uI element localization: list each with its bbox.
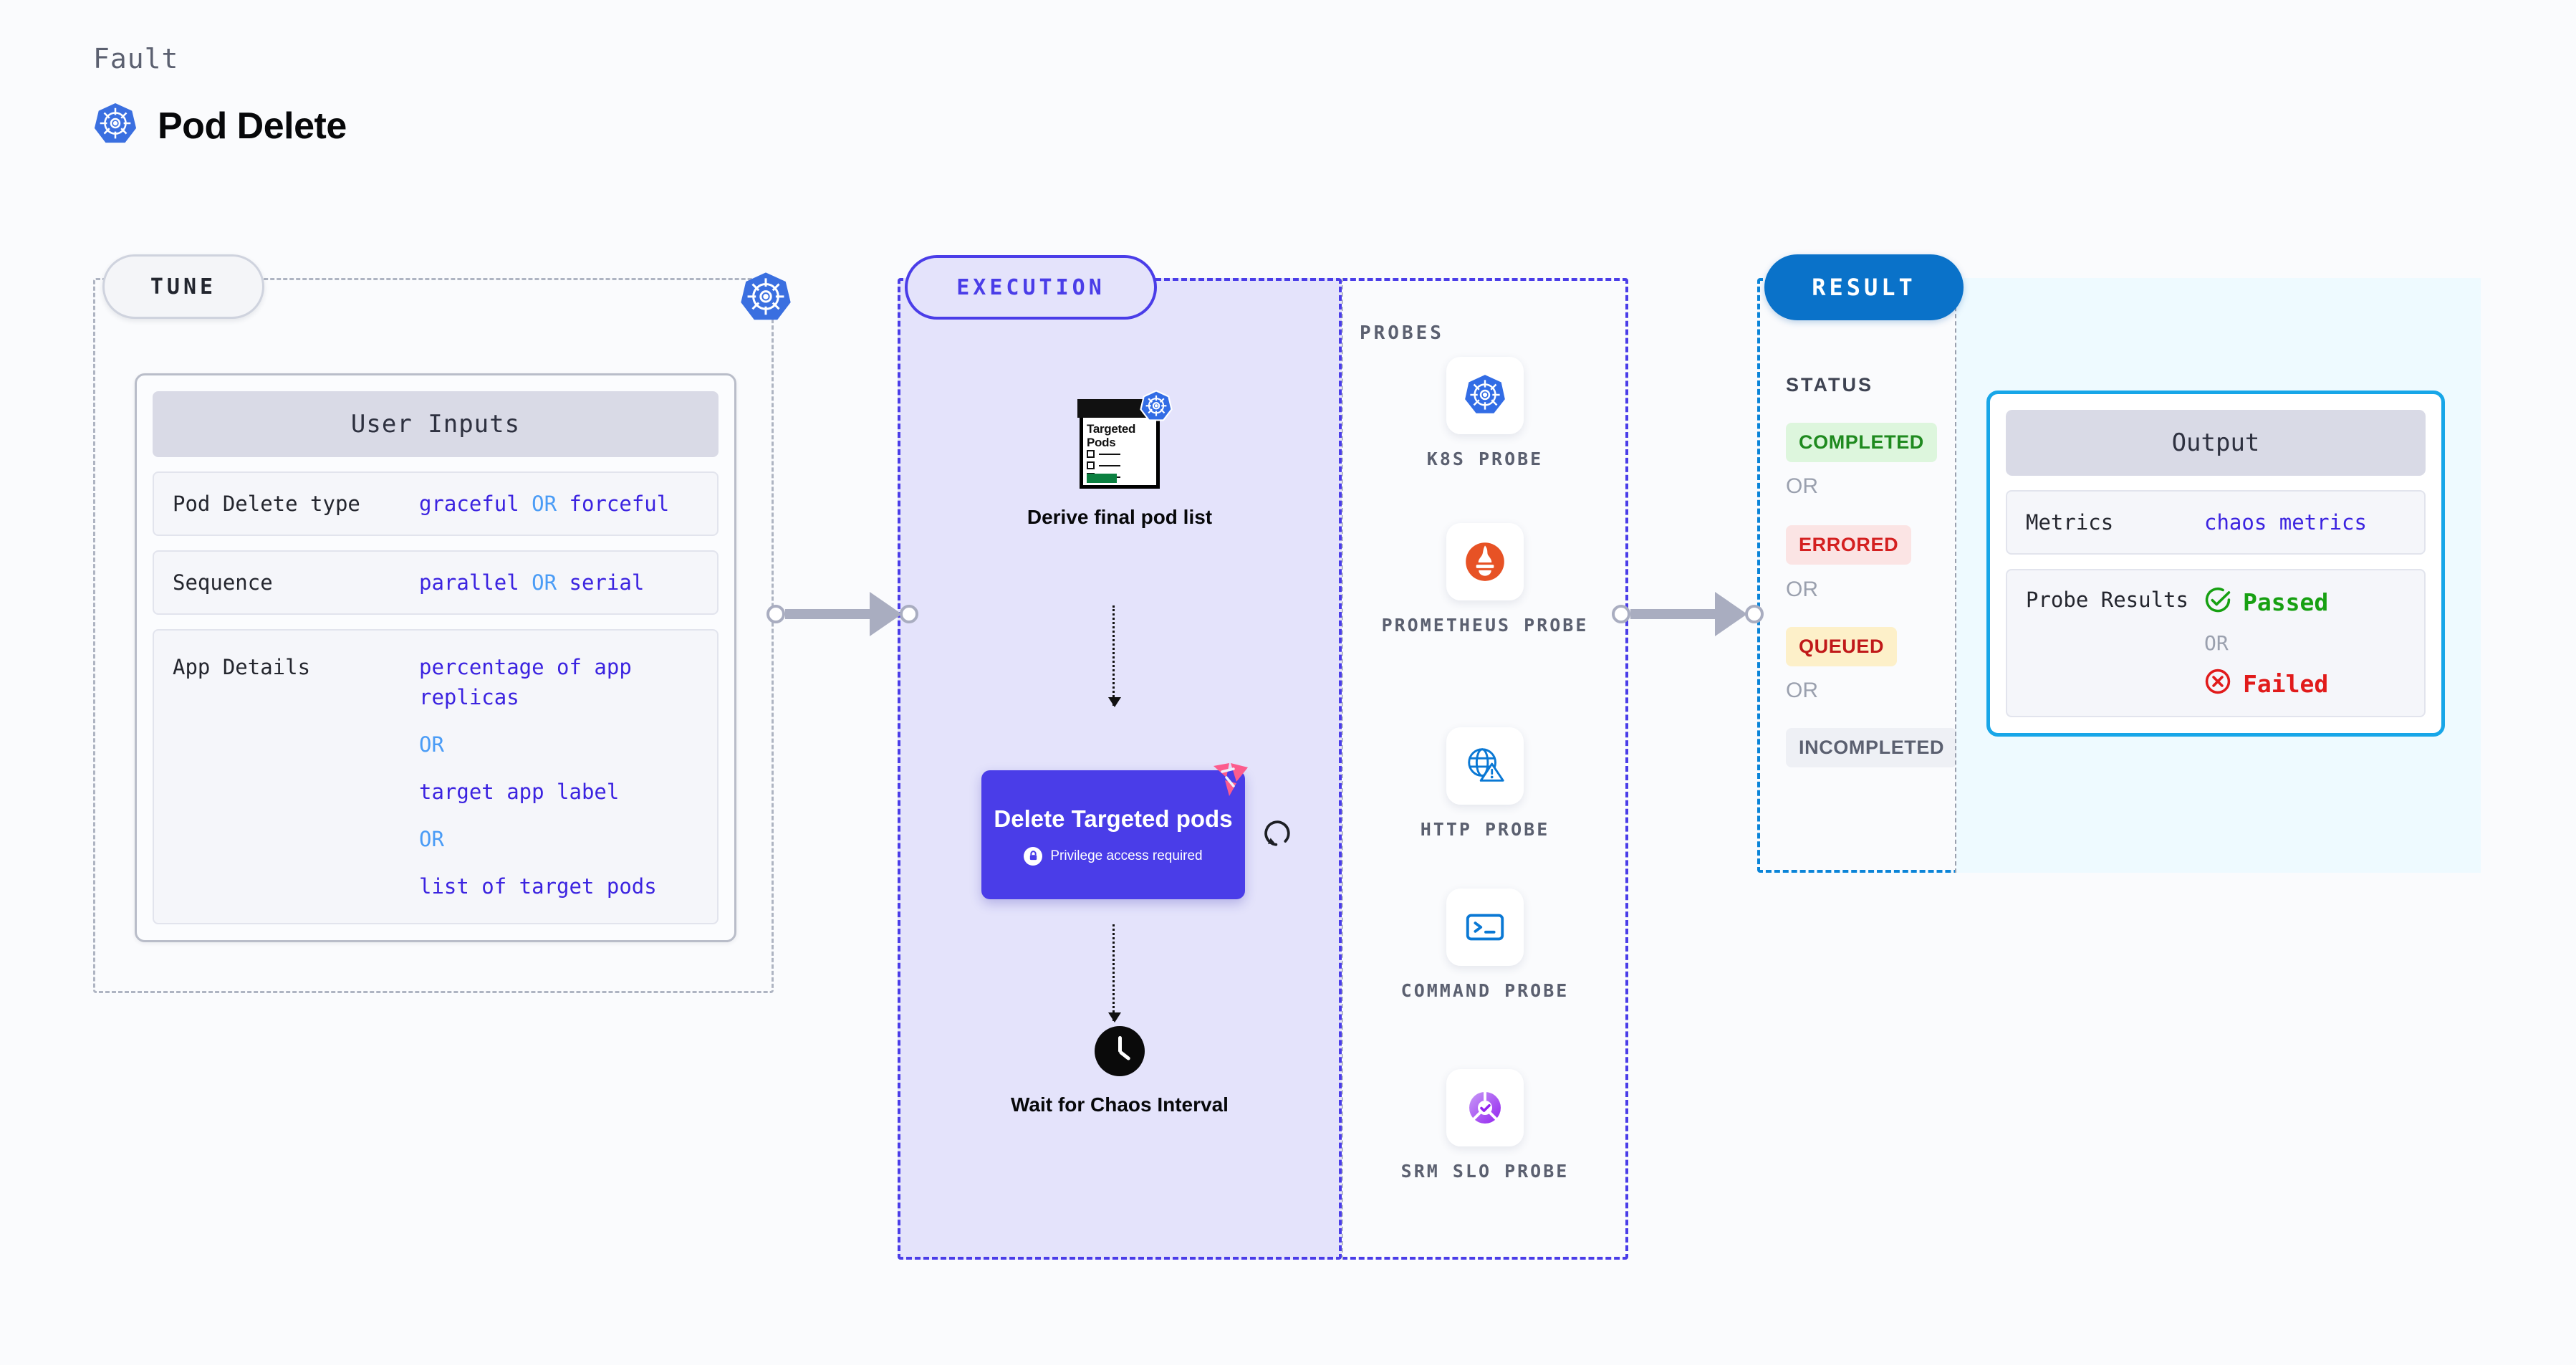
user-inputs-card: User Inputs Pod Delete type graceful OR … (135, 373, 736, 943)
refresh-icon[interactable] (1261, 817, 1294, 853)
connector-arrowhead (1715, 592, 1747, 636)
prometheus-logo-icon (1446, 523, 1524, 600)
terminal-icon (1446, 889, 1524, 966)
page-header: Fault Pod Delete (93, 43, 347, 150)
row-key: Sequence (173, 570, 273, 595)
status-separator: OR (1786, 578, 1818, 601)
probe-result-separator: OR (2204, 631, 2229, 656)
page-title: Pod Delete (158, 105, 347, 147)
status-badge-completed: COMPLETED (1786, 423, 1937, 462)
output-title: Output (2006, 410, 2426, 476)
kubernetes-logo-icon (1446, 357, 1524, 434)
node-caption: Derive final pod list (1027, 506, 1213, 528)
probe-results-values: Passed OR Failed (2204, 586, 2328, 700)
connector-execution-to-result (1612, 592, 1764, 636)
result-badge: RESULT (1764, 254, 1964, 320)
connector-dot (900, 605, 918, 623)
table-row: Probe Results Passed OR (2006, 569, 2426, 718)
node-caption: Wait for Chaos Interval (1011, 1093, 1229, 1116)
lock-icon (1024, 846, 1043, 866)
probes-divider (1342, 278, 1343, 1260)
probe-item-k8s[interactable]: K8S PROBE (1342, 357, 1628, 471)
probe-label: K8S PROBE (1426, 449, 1544, 469)
privilege-note: Privilege access required (1024, 846, 1203, 866)
row-key: Metrics (2026, 510, 2114, 535)
row-value: chaos metrics (2204, 510, 2367, 535)
probe-result-failed: Failed (2204, 668, 2328, 700)
status-badge-queued: QUEUED (1786, 627, 1898, 666)
probe-item-http[interactable]: HTTP PROBE (1342, 727, 1628, 842)
status-title: STATUS (1786, 374, 1873, 396)
passed-label: Passed (2243, 588, 2329, 617)
probe-item-prometheus[interactable]: PROMETHEUS PROBE (1342, 523, 1628, 638)
row-value: percentage of app replicas OR target app… (419, 655, 657, 899)
kubernetes-logo-icon (93, 102, 138, 150)
probe-result-passed: Passed (2204, 586, 2328, 618)
tune-badge: TUNE (102, 254, 264, 319)
globe-warning-icon (1446, 727, 1524, 805)
status-badge-incompleted: INCOMPLETED (1786, 728, 1958, 767)
row-key: Probe Results (2026, 588, 2188, 613)
connector-tune-to-execution (766, 592, 918, 636)
tune-panel: TUNE User Inputs Pod Delete type gracefu… (93, 254, 774, 993)
table-row: Sequence parallel OR serial (153, 550, 719, 616)
kubernetes-logo-icon (739, 271, 792, 327)
check-circle-icon (2204, 586, 2231, 618)
probe-label: HTTP PROBE (1420, 819, 1550, 840)
connector-dot (1745, 605, 1764, 623)
row-value: graceful OR forceful (419, 492, 670, 516)
flow-arrow (1108, 605, 1121, 707)
probe-label: SRM SLO PROBE (1400, 1161, 1570, 1182)
output-card: Output Metrics chaos metrics Probe Resul… (1986, 391, 2445, 737)
probe-item-command[interactable]: COMMAND PROBE (1342, 889, 1628, 1003)
status-subpanel (1757, 278, 1956, 873)
row-key: Pod Delete type (173, 492, 360, 516)
execution-badge: EXECUTION (905, 255, 1157, 320)
connector-bar (1630, 609, 1716, 619)
row-value: parallel OR serial (419, 570, 645, 595)
litmus-chaos-logo-icon (1212, 762, 1252, 803)
connector-dot (1612, 605, 1630, 623)
probes-title: PROBES (1360, 322, 1444, 344)
probe-item-srm-slo[interactable]: SRM SLO PROBE (1342, 1069, 1628, 1184)
probe-label: PROMETHEUS PROBE (1381, 615, 1589, 636)
probe-label: COMMAND PROBE (1400, 980, 1570, 1001)
flow-node-derive-pod-list: Targeted Pods Derive final pod list (898, 390, 1342, 530)
row-key: App Details (173, 655, 311, 680)
table-row: Pod Delete type graceful OR forceful (153, 471, 719, 537)
fault-title-row: Pod Delete (93, 102, 347, 150)
node-title: Delete Targeted pods (994, 805, 1233, 833)
document-title: Targeted Pods (1087, 422, 1136, 449)
fault-label: Fault (93, 43, 179, 75)
privilege-note-text: Privilege access required (1050, 848, 1203, 863)
x-circle-icon (2204, 668, 2231, 700)
status-separator: OR (1786, 474, 1818, 498)
flow-node-delete-targeted-pods[interactable]: Delete Targeted pods Privilege access re… (981, 763, 1248, 899)
table-row: App Details percentage of app replicas O… (153, 629, 719, 925)
table-row: Metrics chaos metrics (2006, 490, 2426, 555)
failed-label: Failed (2243, 670, 2329, 699)
clock-icon (1095, 1026, 1145, 1076)
targeted-pods-document-icon: Targeted Pods (1077, 390, 1173, 489)
kubernetes-logo-icon (1140, 390, 1173, 426)
flow-node-wait-for-chaos-interval: Wait for Chaos Interval (898, 1026, 1342, 1117)
connector-arrowhead (870, 592, 902, 636)
connector-bar (785, 609, 871, 619)
user-inputs-title: User Inputs (153, 391, 719, 457)
connector-dot (766, 605, 785, 623)
srm-slo-donut-icon (1446, 1069, 1524, 1146)
status-separator: OR (1786, 679, 1818, 702)
status-badge-errored: ERRORED (1786, 525, 1912, 565)
flow-arrow (1108, 924, 1121, 1022)
